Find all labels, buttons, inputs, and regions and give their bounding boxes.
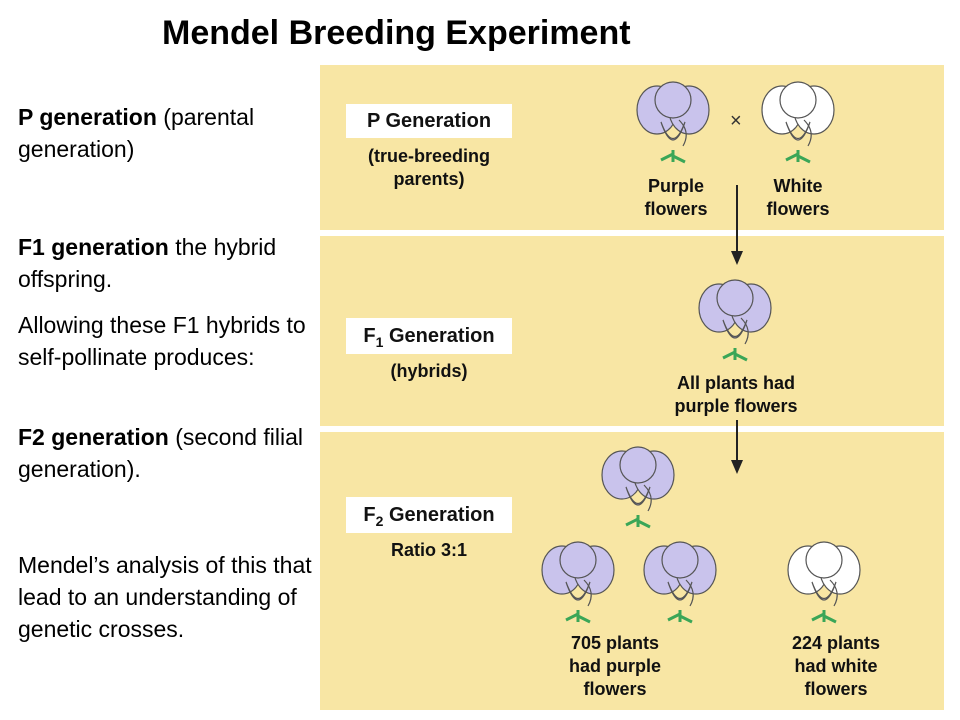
note-f1-generation: F1 generation the hybrid offspring. — [18, 231, 323, 295]
note-analysis: Mendel’s analysis of this that lead to a… — [18, 549, 323, 645]
f2-generation-box: F2 Generation — [346, 497, 512, 533]
purple-flower-icon — [636, 81, 710, 164]
note-p-generation: P generation (parental generation) — [18, 101, 323, 165]
p-generation-panel — [320, 65, 944, 230]
f2-box-subscript: 2 — [375, 513, 384, 529]
arrow-p-to-f1-icon — [731, 185, 743, 265]
f2-white-count-caption: 224 plants had white flowers — [791, 633, 881, 699]
arrow-f1-to-f2-icon — [731, 420, 743, 474]
page-title: Mendel Breeding Experiment — [162, 14, 631, 52]
f1-box-subscript: 1 — [375, 334, 384, 350]
purple-flower-icon — [541, 541, 615, 624]
p-generation-label: P Generation — [366, 110, 492, 132]
f2-box-letter: F — [363, 504, 376, 526]
note-self-pollinate: Allowing these F1 hybrids to self-pollin… — [18, 309, 323, 373]
f2-box-rest: Generation — [383, 504, 495, 526]
note-term: F2 generation — [18, 424, 169, 450]
note-term: F1 generation — [18, 234, 169, 260]
note-text: (second filial generation). — [18, 424, 304, 482]
cross-symbol: × — [730, 110, 742, 132]
f1-result-caption: All plants had purple flowers — [674, 373, 798, 416]
white-flower-icon — [761, 81, 835, 164]
p-generation-box: P Generation — [346, 104, 512, 138]
note-term: P generation — [18, 104, 157, 130]
f1-box-rest: Generation — [383, 325, 495, 347]
purple-flower-icon — [601, 446, 675, 529]
note-text: (parental generation) — [18, 104, 255, 162]
purple-flower-icon — [698, 279, 772, 362]
white-flower-icon — [787, 541, 861, 624]
purple-flower-icon — [643, 541, 717, 624]
f1-generation-sub: (hybrids) — [390, 361, 468, 381]
note-f2-generation: F2 generation (second filial generation)… — [18, 421, 323, 485]
f2-generation-sub: Ratio 3:1 — [390, 540, 468, 560]
purple-flowers-caption: Purple flowers — [644, 176, 708, 219]
f1-generation-box: F1 Generation — [346, 318, 512, 354]
p-generation-sub: (true-breeding parents) — [367, 146, 490, 189]
note-text: Allowing these F1 hybrids to self-pollin… — [18, 312, 306, 370]
note-text: Mendel’s analysis of this that lead to a… — [18, 552, 312, 642]
note-text: the hybrid offspring. — [18, 234, 277, 292]
f1-box-letter: F — [363, 325, 376, 347]
f2-purple-count-caption: 705 plants had purple flowers — [568, 633, 661, 699]
white-flowers-caption: White flowers — [766, 176, 830, 219]
